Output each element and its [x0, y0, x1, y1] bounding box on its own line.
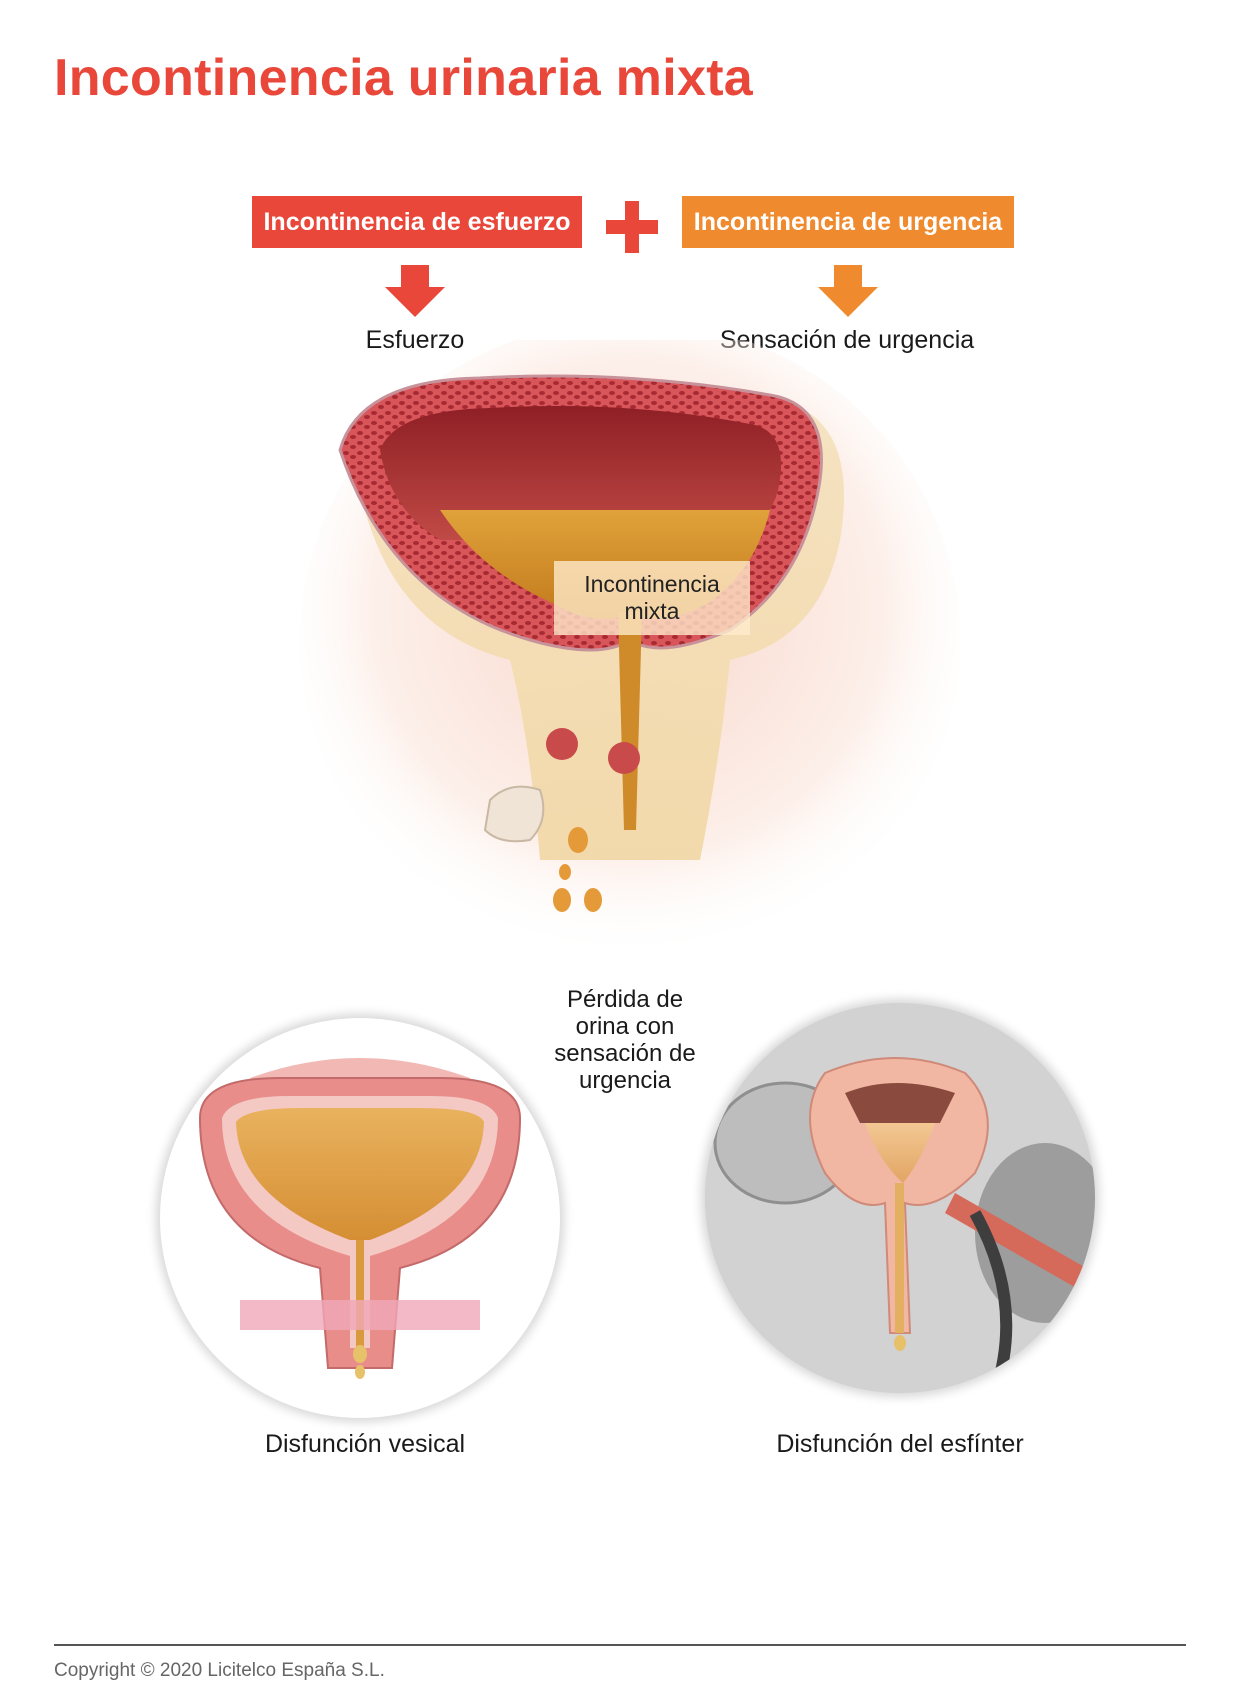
bladder-cross-section-illustration — [300, 340, 960, 960]
bladder-dysfunction-circle — [160, 1018, 560, 1418]
stress-result-label: Esfuerzo — [365, 326, 465, 354]
sphincter-dysfunction-circle — [705, 1003, 1095, 1393]
mixed-incontinence-callout: Incontinencia mixta — [554, 561, 750, 635]
urine-loss-label: Pérdida de orina con sensación de urgenc… — [525, 986, 725, 1094]
sphincter-dysfunction-caption: Disfunción del esfínter — [776, 1430, 1024, 1458]
arrow-down-icon-stress — [385, 265, 445, 317]
page-title: Incontinencia urinaria mixta — [54, 49, 754, 107]
urine-loss-line2: orina con — [575, 1013, 675, 1040]
plus-icon — [606, 201, 658, 253]
urge-incontinence-tag: Incontinencia de urgencia — [682, 196, 1014, 248]
copyright-notice: Copyright © 2020 Licitelco España S.L. — [54, 1660, 385, 1681]
urine-loss-line1: Pérdida de — [566, 986, 684, 1013]
urine-loss-line3: sensación de — [554, 1040, 696, 1067]
footer-divider — [54, 1644, 1186, 1646]
bladder-dysfunction-illustration — [198, 1058, 522, 1379]
bladder-dysfunction-caption: Disfunción vesical — [264, 1430, 466, 1458]
center-label-line1: Incontinencia — [584, 571, 720, 597]
center-label-line2: mixta — [624, 598, 680, 624]
sphincter-dysfunction-illustration — [705, 1003, 1095, 1393]
arrow-down-icon-urge — [818, 265, 878, 317]
urine-loss-line4: urgencia — [578, 1067, 672, 1094]
stress-incontinence-tag: Incontinencia de esfuerzo — [252, 196, 582, 248]
